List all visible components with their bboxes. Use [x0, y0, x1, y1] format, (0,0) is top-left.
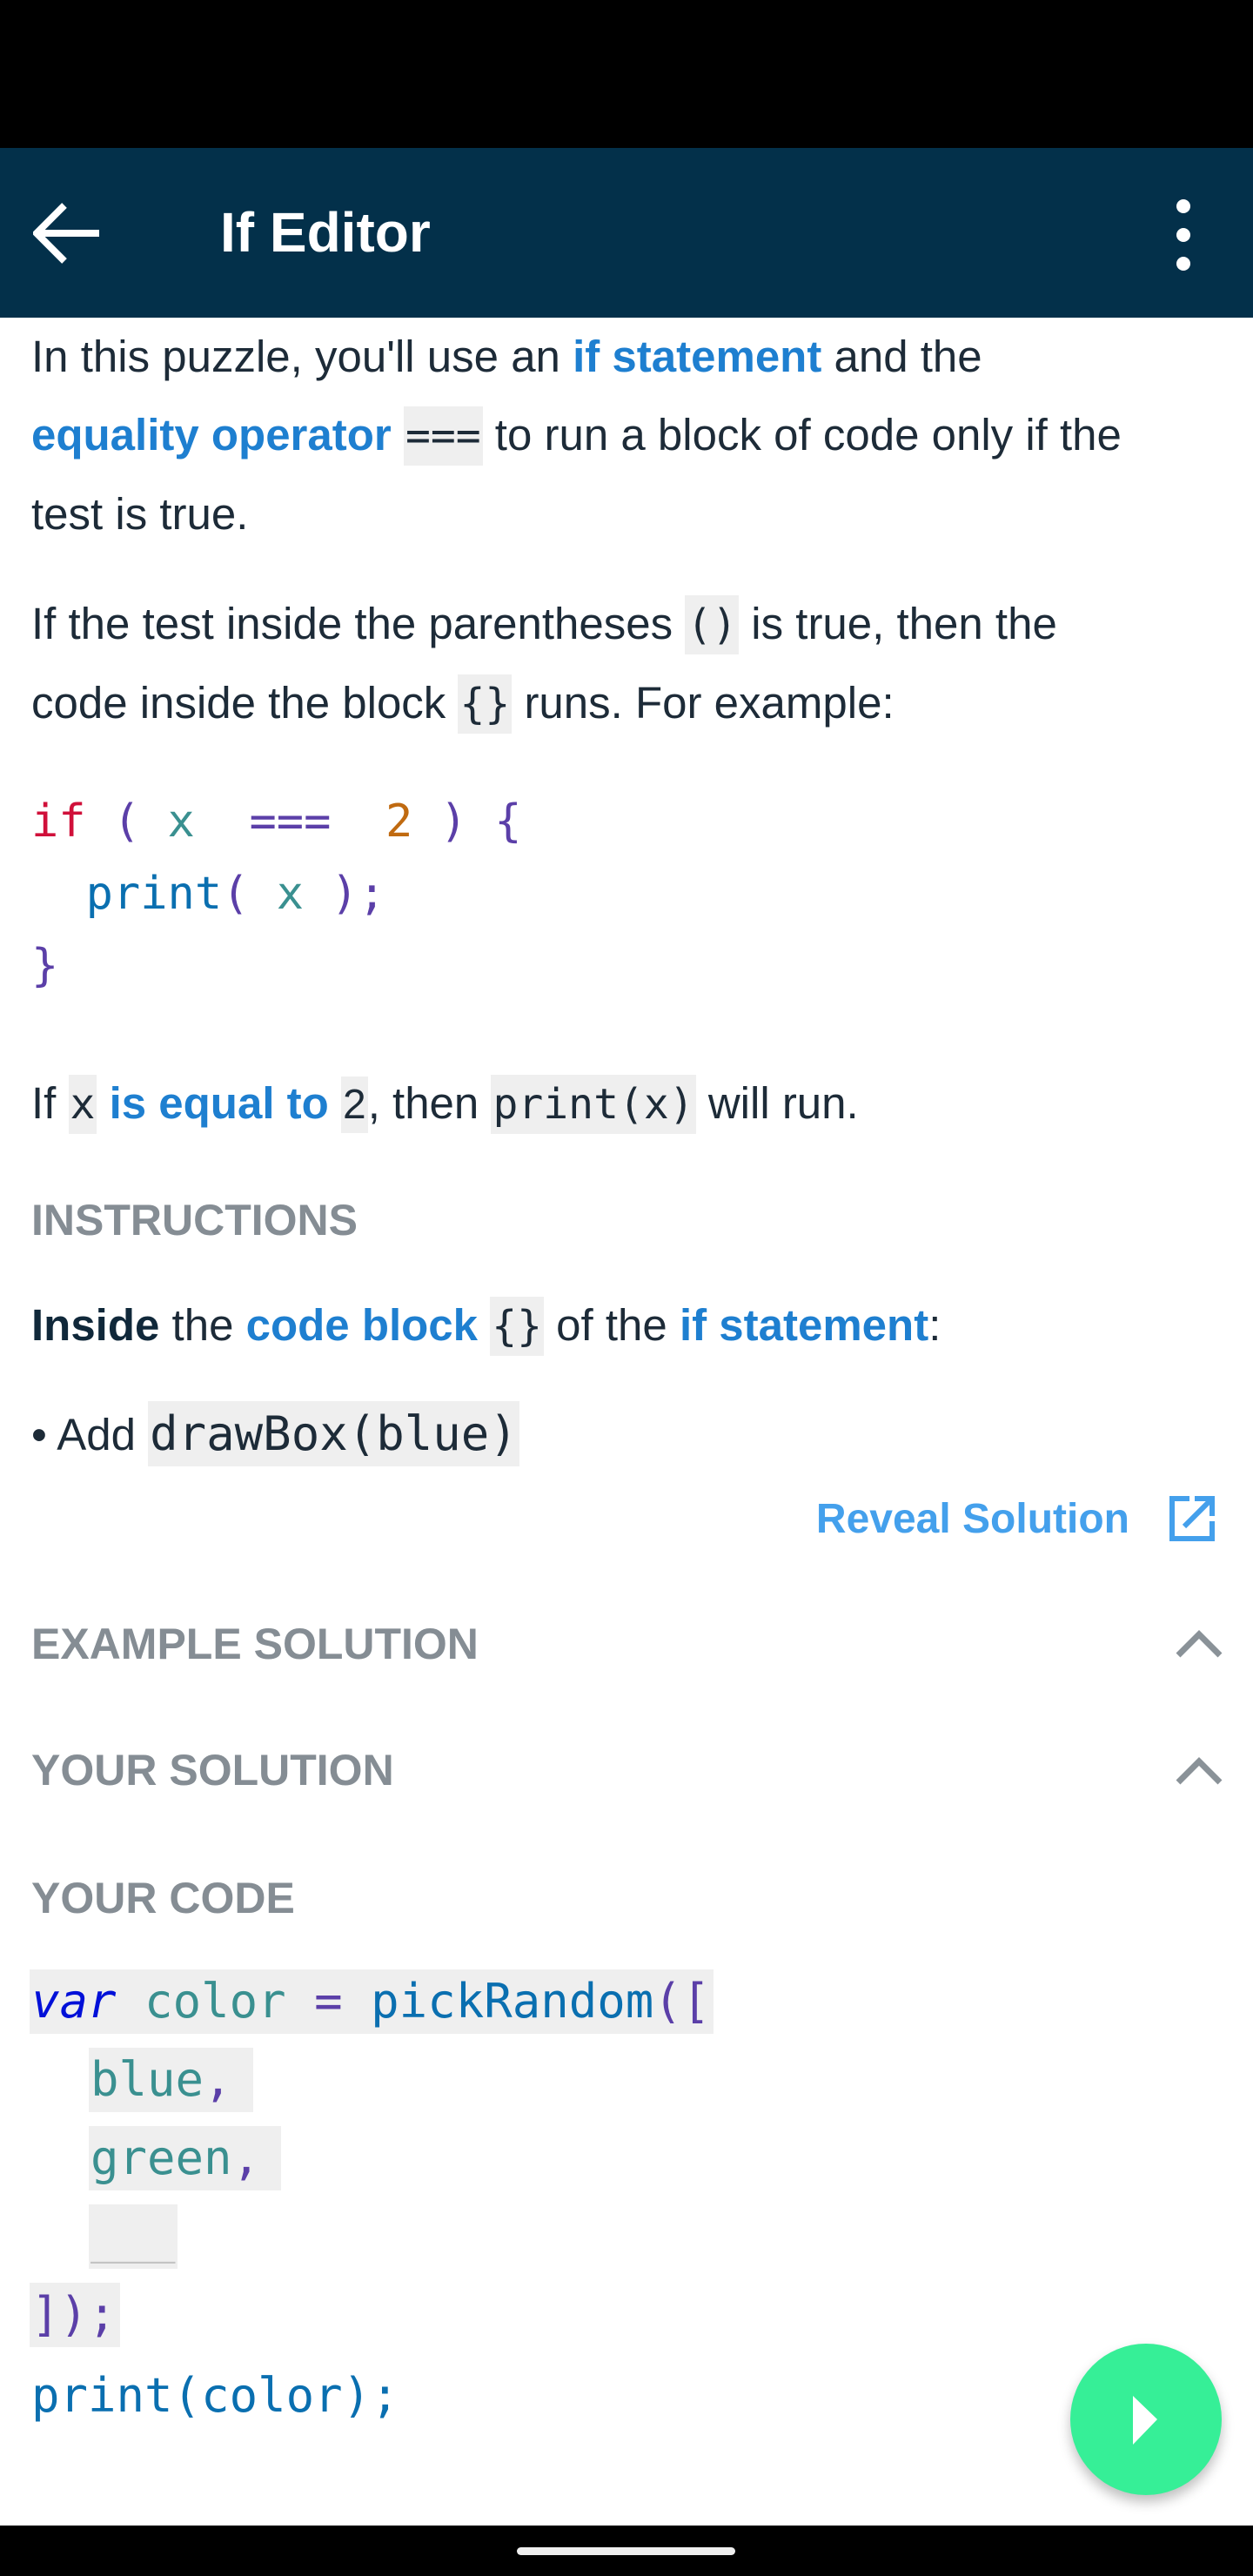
- text: code inside the block: [31, 678, 459, 728]
- text: If the test inside the parentheses: [31, 599, 686, 648]
- inline-code: ===: [403, 406, 483, 466]
- chevron-up-icon[interactable]: [1175, 1627, 1223, 1659]
- code-token: color: [116, 1974, 286, 2029]
- code-token: x: [167, 795, 195, 848]
- text: test is true.: [31, 489, 249, 539]
- example-code-block: if ( x === 2 ) { print( x ); }: [31, 786, 522, 1003]
- page-title: If Editor: [220, 201, 431, 264]
- term-code-block[interactable]: code block: [245, 1300, 479, 1350]
- bullet: •: [31, 1410, 47, 1459]
- text: runs. For example:: [512, 678, 895, 728]
- code-token: x: [276, 868, 305, 920]
- text: the: [159, 1300, 246, 1350]
- text: of the: [544, 1300, 680, 1350]
- code-token: 2: [385, 795, 413, 848]
- code-token: ,: [231, 2130, 261, 2185]
- open-external-icon[interactable]: [1169, 1495, 1216, 1542]
- run-button[interactable]: [1070, 2344, 1222, 2495]
- text: Add: [57, 1410, 149, 1459]
- code-token: =: [285, 1974, 372, 2029]
- code-token: }: [31, 940, 59, 992]
- inline-code: {}: [458, 674, 513, 734]
- more-vertical-icon[interactable]: [1162, 196, 1205, 274]
- text: In this puzzle, you'll use an: [31, 332, 573, 381]
- text: will run.: [695, 1078, 859, 1128]
- section-label: YOUR SOLUTION: [31, 1746, 394, 1794]
- app-bar: If Editor: [0, 148, 1253, 318]
- text: is true, then the: [739, 599, 1057, 648]
- inline-code: (): [685, 595, 740, 654]
- instruction-bullet: • Add drawBox(blue): [31, 1395, 1218, 1474]
- inline-code: drawBox(blue): [148, 1401, 519, 1466]
- code-token: print: [31, 868, 223, 920]
- blank-slot[interactable]: ___: [89, 2204, 178, 2269]
- text: If: [31, 1078, 69, 1128]
- inline-code: x: [68, 1075, 97, 1134]
- term-if-statement[interactable]: if statement: [679, 1300, 929, 1350]
- section-label: EXAMPLE SOLUTION: [31, 1620, 479, 1668]
- intro-paragraph-2: If the test inside the parentheses () is…: [31, 585, 1218, 743]
- code-token: ) {: [412, 795, 522, 848]
- inline-code: {}: [490, 1297, 544, 1356]
- code-token: blue: [90, 2052, 204, 2107]
- code-token: );: [304, 868, 386, 920]
- instructions-heading: INSTRUCTIONS: [31, 1196, 358, 1244]
- text: Inside: [31, 1300, 160, 1350]
- code-line[interactable]: print(color);: [31, 2368, 399, 2423]
- code-token: ===: [194, 795, 386, 848]
- play-icon: [1133, 2396, 1157, 2445]
- code-line[interactable]: green,: [89, 2126, 282, 2190]
- code-line[interactable]: ]);: [30, 2283, 120, 2347]
- text: to run a block of code only if the: [482, 410, 1122, 460]
- term-equality-operator[interactable]: equality operator: [31, 410, 392, 460]
- code-line[interactable]: blue,: [89, 2048, 253, 2112]
- code-token: ([: [653, 1974, 711, 2029]
- intro-paragraph-1: In this puzzle, you'll use an if stateme…: [31, 318, 1218, 553]
- code-token: var: [31, 1974, 117, 2029]
- code-token: pickRandom: [371, 1974, 654, 2029]
- text: and the: [821, 332, 982, 381]
- chevron-up-icon[interactable]: [1175, 1754, 1223, 1786]
- home-handle[interactable]: [517, 2547, 735, 2555]
- code-token: green: [90, 2130, 232, 2185]
- text: :: [928, 1300, 941, 1350]
- inline-code: print(x): [491, 1075, 696, 1134]
- code-line[interactable]: var color = pickRandom([: [30, 1969, 714, 2034]
- status-bar: [0, 0, 1253, 148]
- arrow-left-icon[interactable]: [33, 202, 103, 265]
- intro-paragraph-3: If x is equal to 2, then print(x) will r…: [31, 1064, 1218, 1144]
- inline-code: 2: [340, 1077, 368, 1133]
- code-token: ,: [204, 2052, 232, 2107]
- your-code-heading: YOUR CODE: [31, 1874, 295, 1922]
- term-is-equal-to[interactable]: is equal to: [97, 1078, 341, 1128]
- reveal-solution-link[interactable]: Reveal Solution: [815, 1496, 1129, 1542]
- code-token: (: [85, 795, 168, 848]
- instructions-line: Inside the code block {} of the if state…: [31, 1286, 1218, 1365]
- code-token: (: [222, 868, 277, 920]
- code-token: if: [31, 795, 86, 848]
- term-if-statement[interactable]: if statement: [573, 332, 822, 381]
- text: , then: [367, 1078, 492, 1128]
